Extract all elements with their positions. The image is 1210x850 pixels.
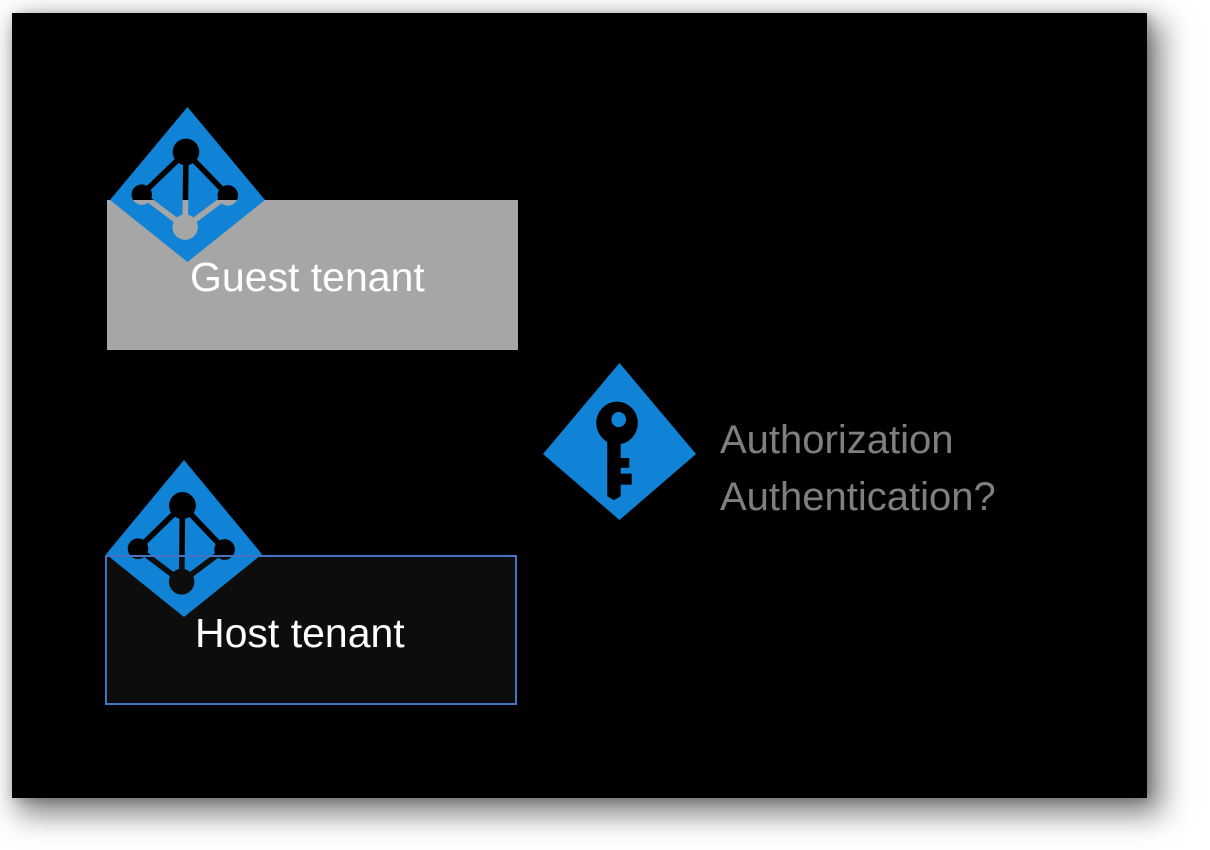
guest-tenant-label: Guest tenant	[190, 254, 425, 300]
authorization-authentication-text: Authorization Authentication?	[720, 412, 996, 526]
question-line-2: Authentication?	[720, 475, 996, 519]
key-icon	[543, 363, 696, 520]
host-tenant-label: Host tenant	[195, 610, 405, 656]
azure-active-directory-icon	[106, 460, 262, 617]
host-tenant-box: Host tenant	[105, 555, 517, 705]
slide-canvas: Guest tenant	[12, 13, 1147, 798]
guest-tenant-box: Guest tenant	[107, 200, 518, 350]
question-line-1: Authorization	[720, 418, 954, 462]
azure-active-directory-icon	[110, 107, 265, 262]
